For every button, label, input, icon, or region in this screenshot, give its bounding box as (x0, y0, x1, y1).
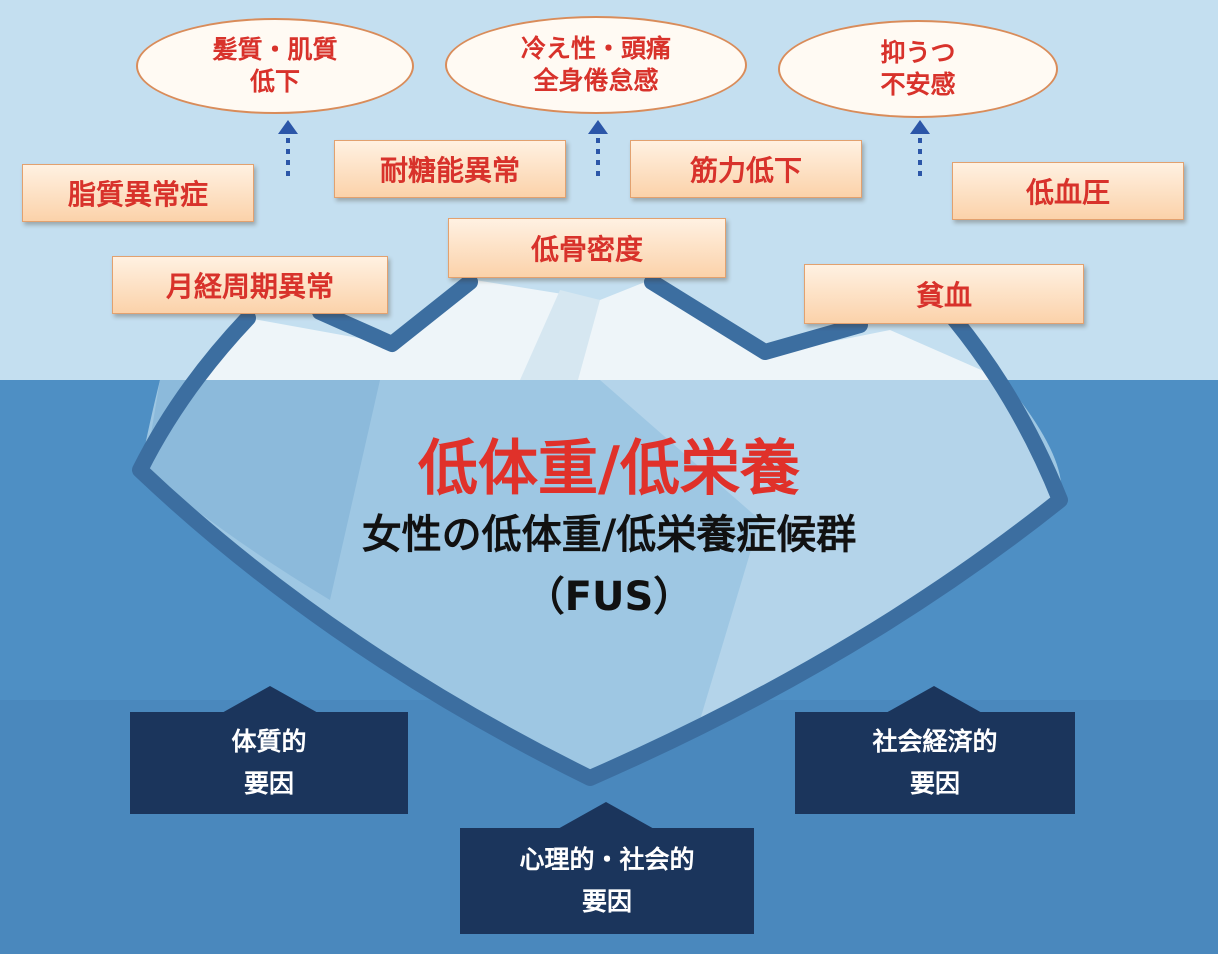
factor-label: 社会経済的 要因 (872, 727, 998, 798)
iceberg-outline (132, 310, 1068, 786)
symptom-box-glucose-intolerance: 耐糖能異常 (334, 140, 566, 198)
iceberg-outline-right-notch (644, 274, 868, 360)
ellipse-label: 冷え性・頭痛 全身倦怠感 (520, 34, 671, 95)
symptom-ellipse-cold-headache: 冷え性・頭痛 全身倦怠感 (445, 16, 747, 114)
symptom-box-low-bone-density: 低骨密度 (448, 218, 726, 278)
factor-arrow-up-icon (884, 686, 984, 714)
iceberg-tip-shade (520, 290, 600, 380)
symptom-box-menstrual-irregularity: 月経周期異常 (112, 256, 388, 314)
factor-box-psychosocial: 心理的・社会的 要因 (460, 828, 754, 934)
factor-box-socioeconomic: 社会経済的 要因 (795, 712, 1075, 814)
dotted-arrow-up-icon (910, 120, 930, 176)
iceberg-outline-left-notch (312, 274, 478, 352)
symptom-label: 筋力低下 (689, 154, 802, 187)
symptom-ellipse-hair-skin: 髪質・肌質 低下 (136, 18, 414, 114)
symptom-label: 低骨密度 (530, 233, 643, 266)
iceberg-tip (190, 280, 1004, 380)
factor-label: 体質的 要因 (231, 727, 307, 798)
symptom-box-dyslipidemia: 脂質異常症 (22, 164, 254, 222)
symptom-box-anemia: 貧血 (804, 264, 1084, 324)
symptom-box-muscle-weakness: 筋力低下 (630, 140, 862, 198)
symptom-ellipse-depression-anxiety: 抑うつ 不安感 (778, 20, 1058, 118)
ellipse-label: 抑うつ 不安感 (880, 38, 956, 99)
symptom-label: 月経周期異常 (165, 270, 334, 303)
dotted-arrow-up-icon (588, 120, 608, 176)
factor-arrow-up-icon (556, 802, 656, 830)
ellipse-label: 髪質・肌質 低下 (212, 35, 338, 96)
symptom-label: 脂質異常症 (67, 178, 208, 211)
factor-arrow-up-icon (220, 686, 320, 714)
factor-box-constitutional: 体質的 要因 (130, 712, 408, 814)
symptom-label: 耐糖能異常 (379, 154, 520, 187)
syndrome-name: 女性の低体重/低栄養症候群 (361, 512, 857, 558)
syndrome-abbreviation: （FUS） (524, 574, 694, 620)
iceberg-body-shade (145, 380, 380, 600)
iceberg-body-light (600, 380, 1059, 720)
symptom-box-hypotension: 低血圧 (952, 162, 1184, 220)
main-title: 低体重/低栄養 (418, 434, 800, 504)
symptom-label: 低血圧 (1025, 176, 1110, 209)
dotted-arrow-up-icon (278, 120, 298, 176)
factor-label: 心理的・社会的 要因 (519, 845, 695, 916)
symptom-label: 貧血 (915, 279, 972, 312)
